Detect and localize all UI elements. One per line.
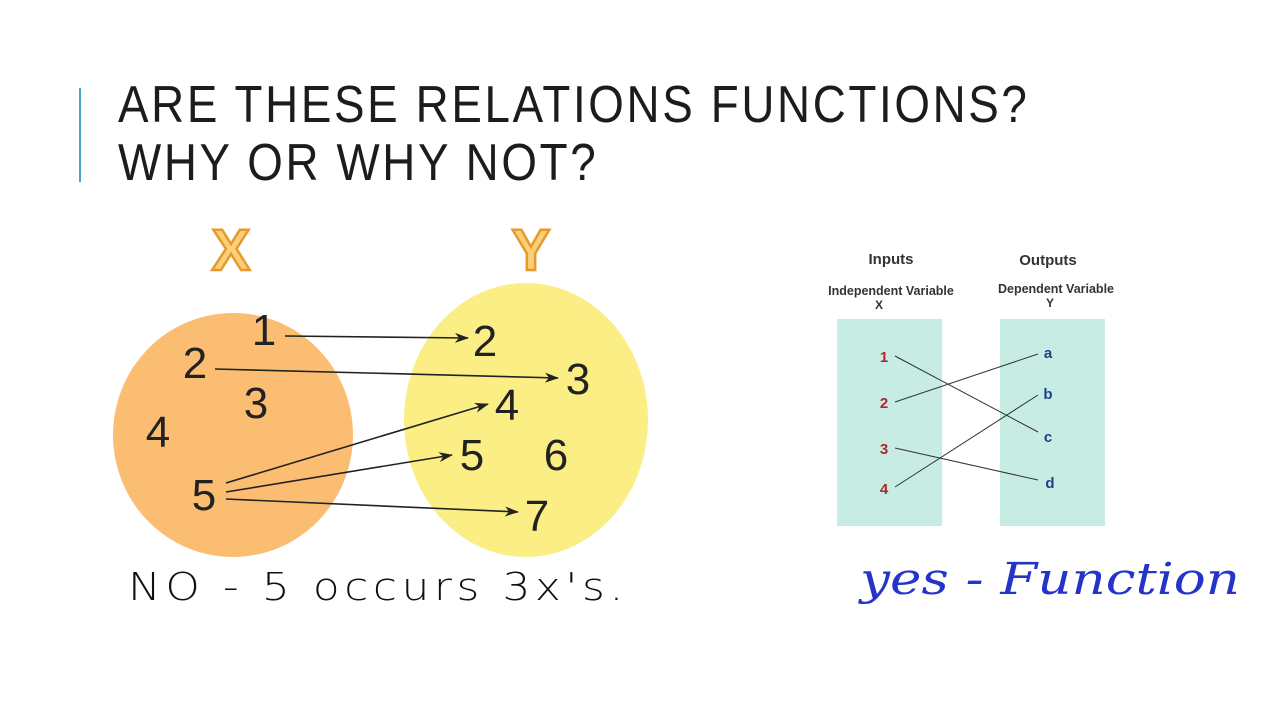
inputs-column [837, 319, 942, 526]
mapping-arrow [284, 332, 469, 343]
domain-element: 3 [244, 379, 268, 428]
mapping-arrow [225, 498, 519, 517]
venn-diagram: X Y 1 2 3 4 5 2 3 4 5 6 7 NO - 5 occurs … [113, 217, 648, 609]
slide-title: Are these relations functions? Why or wh… [118, 76, 1030, 192]
outputs-column [1000, 319, 1105, 526]
inputs-heading: Inputs [869, 251, 914, 268]
title-accent-bar [79, 88, 81, 182]
mapping-diagram: Inputs Outputs Independent Variable Depe… [828, 251, 1240, 605]
input-value: 1 [880, 349, 888, 366]
mapping-line [894, 394, 1039, 488]
range-element: 2 [473, 317, 497, 366]
range-element: 5 [460, 431, 484, 480]
output-value: c [1044, 429, 1052, 446]
range-element: 4 [495, 381, 519, 430]
range-element: 7 [525, 492, 549, 541]
mapping-line [894, 353, 1039, 403]
domain-element: 4 [146, 408, 170, 457]
domain-set-label: X [212, 218, 251, 283]
output-value: d [1045, 475, 1054, 492]
input-value: 4 [880, 481, 889, 498]
mapping-arrow [225, 452, 453, 493]
range-set-label: Y [512, 218, 551, 283]
domain-element: 1 [252, 306, 276, 355]
mapping-arrow [225, 402, 489, 484]
mapping-line [894, 355, 1039, 433]
outputs-variable: Y [1046, 296, 1054, 310]
range-element: 3 [566, 355, 590, 404]
inputs-subheading: Independent Variable [828, 284, 954, 298]
output-value: a [1044, 345, 1053, 362]
output-value: b [1043, 386, 1052, 403]
outputs-subheading: Dependent Variable [998, 282, 1114, 296]
mapping-arrow [214, 368, 559, 383]
input-value: 3 [880, 441, 888, 458]
outputs-heading: Outputs [1019, 252, 1077, 269]
venn-answer-handwriting: NO - 5 occurs 3x's. [128, 565, 628, 609]
inputs-variable: X [875, 298, 883, 312]
mapping-line [894, 447, 1039, 481]
range-oval [404, 283, 648, 557]
mapping-answer-handwriting: yes - Function [858, 554, 1240, 605]
domain-element: 2 [183, 339, 207, 388]
range-element: 6 [544, 431, 568, 480]
domain-oval [113, 313, 353, 557]
domain-element: 5 [192, 471, 216, 520]
input-value: 2 [880, 395, 888, 412]
